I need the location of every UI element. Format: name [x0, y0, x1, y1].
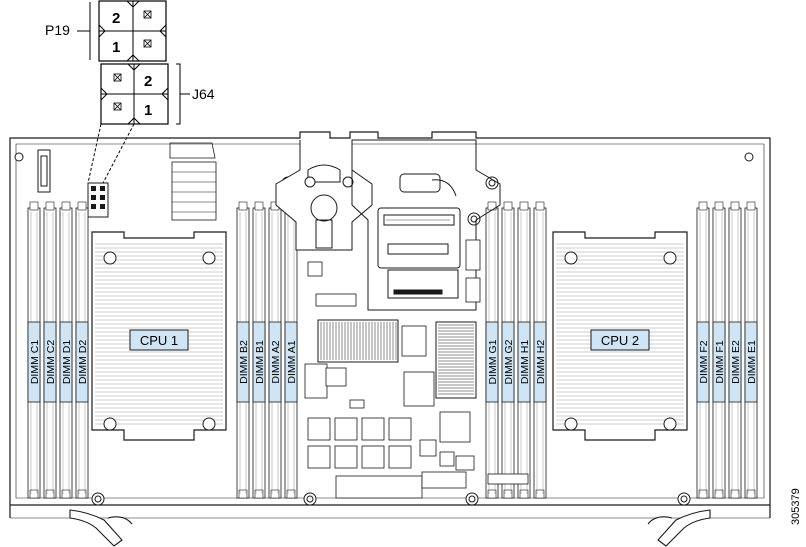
dimm-slot: DIMM D2 — [75, 201, 89, 499]
dimm-label: DIMM H2 — [535, 340, 547, 384]
dimm-label: DIMM C2 — [45, 340, 57, 384]
dimm-label: DIMM C1 — [29, 340, 41, 384]
dimm-label: DIMM A2 — [270, 340, 282, 383]
dimm-label-band — [696, 321, 710, 403]
dimm-label: DIMM E2 — [730, 340, 742, 384]
dimm-label-band — [485, 321, 499, 403]
p19-unpopulated-pin-icon — [143, 10, 152, 48]
dimm-label-band — [59, 321, 73, 403]
j64-connector-callout: 2 1 J64 — [100, 63, 215, 125]
dimm-label-band — [27, 321, 41, 403]
dimm-label-band — [517, 321, 531, 403]
p19-pin-2: 2 — [112, 10, 120, 27]
center-top-bracket — [351, 139, 501, 311]
p19-pin-1: 1 — [112, 39, 120, 56]
dimm-label: DIMM D1 — [61, 340, 73, 384]
j64-pin-1: 1 — [144, 102, 152, 119]
figure-id: 305379 — [790, 488, 802, 525]
dimm-label: DIMM D2 — [77, 340, 89, 384]
dimm-slot: DIMM D1 — [59, 201, 73, 499]
dimm-label-band — [712, 321, 726, 403]
dimm-label: DIMM B1 — [254, 340, 266, 384]
dimm-label: DIMM G1 — [487, 339, 499, 384]
cpu2-heatsink: CPU 2 — [552, 231, 688, 441]
dimm-label: DIMM A1 — [286, 340, 298, 383]
dimm-slot: DIMM A1 — [284, 201, 298, 499]
center-chip-heatsink-left — [317, 319, 399, 363]
cpu1-heatsink: CPU 1 — [91, 231, 227, 441]
dimm-label: DIMM B2 — [238, 340, 250, 384]
center-riser-bracket — [275, 140, 373, 251]
dimm-slot: DIMM B2 — [236, 201, 250, 499]
dimm-slot: DIMM F1 — [712, 201, 726, 499]
dimm-label-band — [728, 321, 742, 403]
board-outline — [9, 131, 771, 519]
p19-label: P19 — [45, 22, 70, 38]
dimm-slot: DIMM H2 — [533, 201, 547, 499]
dimm-slot: DIMM E1 — [744, 201, 758, 499]
dimm-slot: DIMM F2 — [696, 201, 710, 499]
dimm-label: DIMM G2 — [503, 339, 515, 384]
dimm-label-band — [236, 321, 250, 403]
dimm-label: DIMM F1 — [714, 340, 726, 383]
dimm-label-band — [43, 321, 57, 403]
dimm-label: DIMM F2 — [698, 340, 710, 383]
dimm-slot: DIMM C1 — [27, 201, 41, 499]
j64-unpopulated-pin-icon — [113, 73, 122, 111]
j64-label: J64 — [192, 86, 215, 102]
upper-left-module — [169, 142, 217, 221]
cpu2-label-box — [590, 329, 650, 351]
p19-connector-callout: P19 2 1 — [45, 0, 167, 62]
dimm-label-band — [533, 321, 547, 403]
dimm-slot: DIMM B1 — [252, 201, 266, 499]
dimm-slot-banks: DIMM C1 DIMM C2 DIMM D1 DIMM D2 DIMM B2 DIMM … — [27, 201, 758, 499]
cpu1-label-box — [129, 329, 189, 351]
center-misc-components — [304, 239, 529, 499]
callout-leader-lines — [87, 123, 135, 184]
dimm-label: DIMM E1 — [746, 340, 758, 384]
dimm-label: DIMM H1 — [519, 340, 531, 384]
dimm-slot: DIMM G2 — [501, 201, 515, 499]
cpu2-label: CPU 2 — [601, 333, 639, 348]
dimm-slot: DIMM H1 — [517, 201, 531, 499]
ejector-lever-right — [647, 509, 711, 547]
dimm-slot: DIMM A2 — [268, 201, 282, 499]
dimm-slot: DIMM C2 — [43, 201, 57, 499]
dimm-slot: DIMM E2 — [728, 201, 742, 499]
center-chip-heatsink-right — [435, 321, 477, 399]
jumper-header — [87, 182, 109, 218]
cpu1-label: CPU 1 — [140, 333, 178, 348]
dimm-label-band — [75, 321, 89, 403]
dimm-label-band — [252, 321, 266, 403]
dimm-slot: DIMM G1 — [485, 201, 499, 499]
dimm-label-band — [744, 321, 758, 403]
ejector-lever-left — [69, 509, 133, 547]
top-left-connector — [37, 149, 51, 193]
dimm-label-band — [501, 321, 515, 403]
dimm-label-band — [268, 321, 282, 403]
dimm-label-band — [284, 321, 298, 403]
j64-pin-2: 2 — [144, 73, 152, 90]
